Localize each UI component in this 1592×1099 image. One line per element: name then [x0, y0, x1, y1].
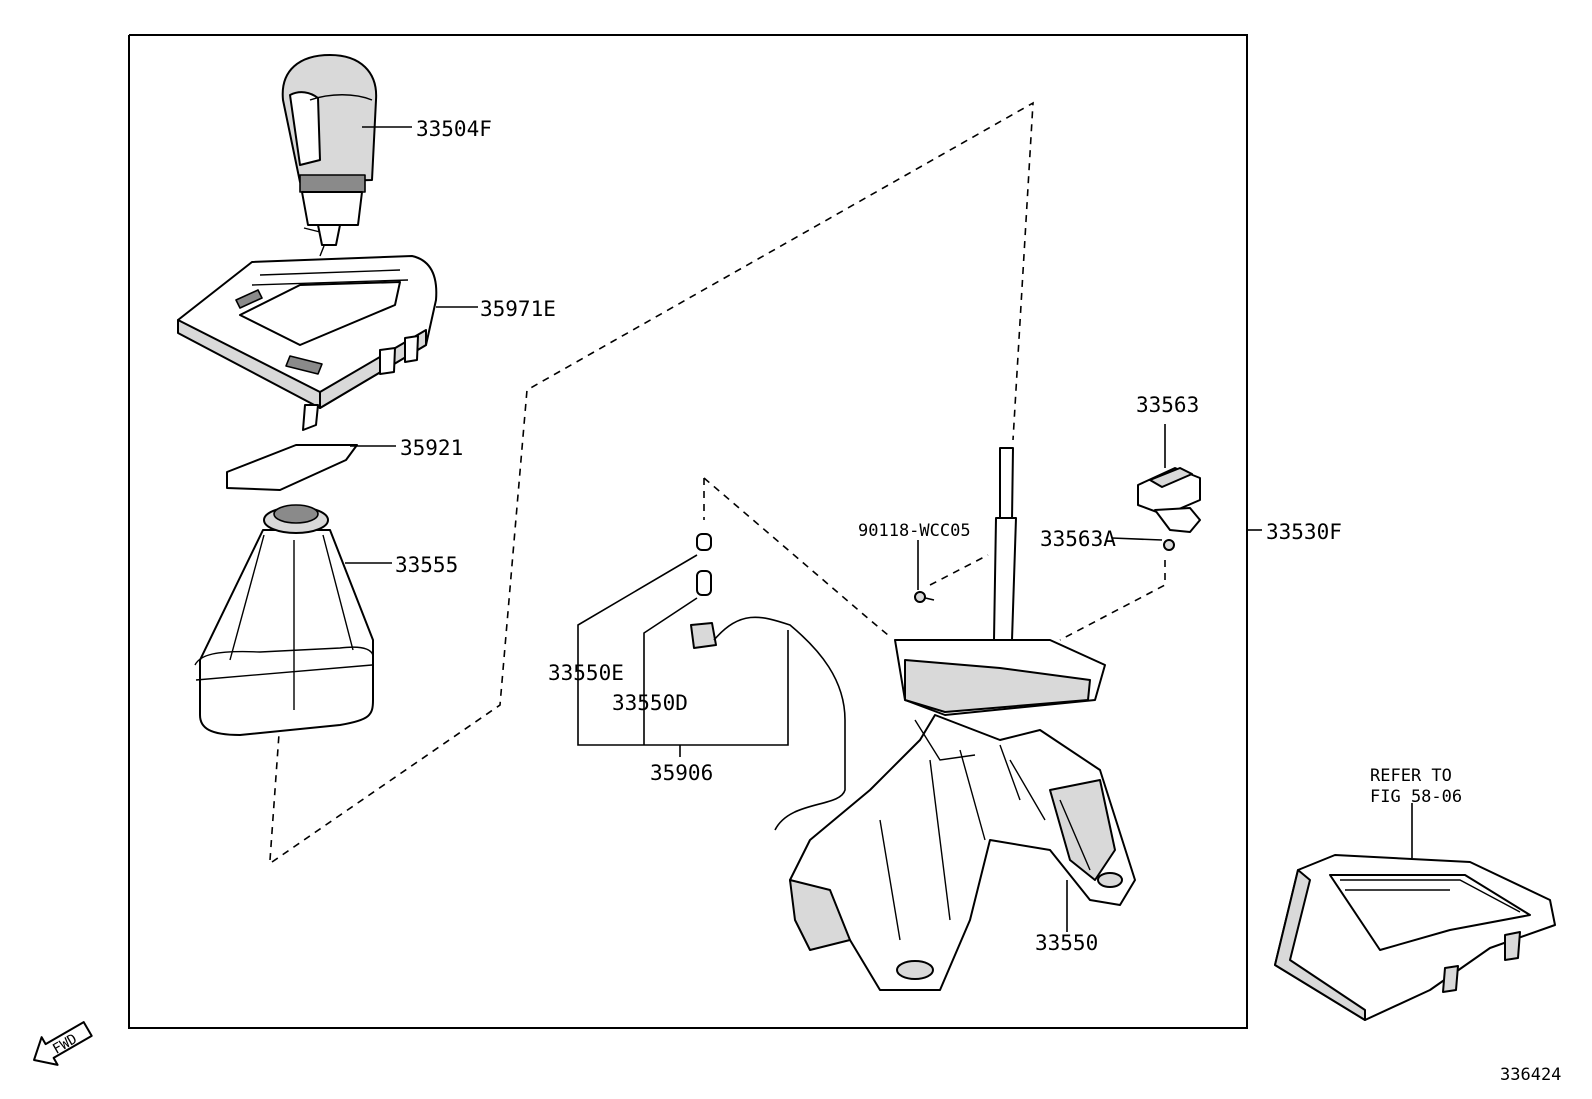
- refer-to-label: REFER TO: [1370, 766, 1452, 786]
- callout-33504F: 33504F: [416, 117, 492, 141]
- shift-knob-part: [281, 54, 378, 257]
- callout-33563: 33563: [1136, 393, 1199, 417]
- callout-90118-WCC05: 90118-WCC05: [858, 521, 971, 541]
- console-bezel-reference-part: [1274, 854, 1556, 1021]
- leader-lines: [345, 126, 1413, 932]
- phantom-lines: [269, 101, 1166, 863]
- switch-part: [1137, 467, 1201, 551]
- assembly-frame: [128, 34, 1248, 1029]
- callout-33550D: 33550D: [612, 691, 688, 715]
- fwd-arrow-icon: FWD: [33, 1021, 93, 1066]
- bulb-parts: [690, 533, 846, 831]
- callout-33550E: 33550E: [548, 661, 624, 685]
- callout-35921: 35921: [400, 436, 463, 460]
- callout-35906: 35906: [650, 761, 713, 785]
- shift-lever-assembly-part: [789, 447, 1136, 991]
- callout-35971E: 35971E: [480, 297, 556, 321]
- shift-boot-part: [194, 504, 374, 736]
- indicator-plate-part: [226, 444, 358, 491]
- refer-figure-label: FIG 58-06: [1370, 787, 1462, 807]
- screw-part: [914, 591, 935, 603]
- figure-number: 336424: [1500, 1065, 1561, 1085]
- callout-33550: 33550: [1035, 931, 1098, 955]
- callout-33555: 33555: [395, 553, 458, 577]
- callout-33530F: 33530F: [1266, 520, 1342, 544]
- callout-33563A: 33563A: [1040, 527, 1116, 551]
- shift-bezel-part: [177, 255, 438, 431]
